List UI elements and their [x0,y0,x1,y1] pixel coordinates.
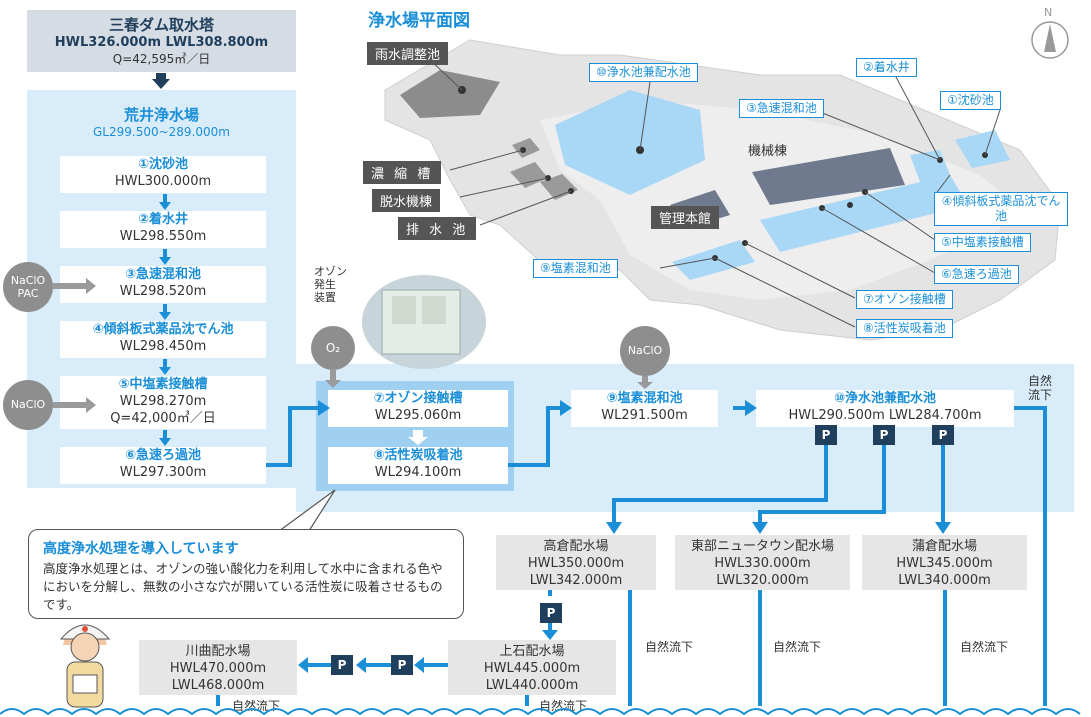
dam-q: Q=42,595㎥／日 [112,52,211,66]
map-label-b10: ⑩浄水池兼配水池 [589,63,698,82]
basin-4-shape [760,175,968,252]
pump-1: P [815,425,837,445]
step-arrows [159,194,171,446]
natural-flow-top: 自然流下 [1028,374,1053,402]
dam-box: 三春ダム取水塔 HWL326.000m LWL308.800m Q=42,595… [27,10,296,67]
map-label-dewater: 脱水機棟 [372,189,441,212]
plant-gl: GL299.500~289.000m [93,125,230,139]
map-label-drain: 排 水 池 [398,217,477,240]
map-label-machine: 機械棟 [748,144,788,159]
map-label-b3: ③急速混和池 [739,99,824,118]
pump-6: P [331,655,353,675]
dam-title: 三春ダム取水塔 [108,16,214,34]
plant-header: 荒井浄水場 GL299.500~289.000m [27,104,296,139]
basin-1-shape [955,130,1010,168]
map-label-b9: ⑨塩素混和池 [533,259,618,278]
chem-o2: O₂ [311,326,355,370]
machine-building-shape [752,148,905,205]
pump-5: P [391,655,413,675]
map-label-b8: ⑧活性炭吸着池 [856,319,953,338]
natural-flow-1: 自然流下 [645,640,694,654]
map-label-b2: ②着水井 [856,58,917,77]
plant-title: 荒井浄水場 [123,106,199,124]
natural-flow-5: 自然流下 [539,699,588,713]
rain-pond-shape [400,70,500,118]
map-label-rain-pond: 雨水調整池 [367,42,449,65]
map-label-b6: ⑥急速ろ過池 [934,265,1019,284]
chem-naclo-2: NaClO [620,326,670,376]
worker-illustration-icon [59,624,111,708]
map-label-thickener: 濃 縮 槽 [363,161,442,184]
north-icon: N [1044,6,1053,19]
natural-flow-4: 自然流下 [232,699,281,713]
dam-panel [27,10,296,72]
pump-2: P [873,425,895,445]
dam-hwl: HWL326.000m LWL308.800m [54,35,269,50]
callout-box: 高度浄水処理を導入しています 高度浄水処理とは、オゾンの強い酸化力を利用して水中… [28,529,464,619]
chem-naclo-1: NaClO [3,380,53,430]
map-label-admin: 管理本館 [651,206,720,229]
callout-body: 高度浄水処理とは、オゾンの強い酸化力を利用して水中に含まれる色やにおいを分解し、… [43,561,443,612]
ozone-device-label: オゾン発生装置 [314,265,347,304]
callout-title: 高度浄水処理を導入しています [43,541,239,557]
map-label-b5: ⑤中塩素接触槽 [934,233,1031,252]
map-label-b7: ⑦オゾン接触槽 [856,290,953,309]
map-label-b4: ④傾斜板式薬品沈でん池 [934,192,1068,226]
map-label-b1: ①沈砂池 [940,91,1001,110]
map-title: 浄水場平面図 [368,11,470,31]
pump-3: P [932,425,954,445]
pump-4: P [540,603,562,623]
reservoir10-shape [555,90,705,195]
natural-flow-3: 自然流下 [960,640,1009,654]
natural-flow-2: 自然流下 [773,640,822,654]
